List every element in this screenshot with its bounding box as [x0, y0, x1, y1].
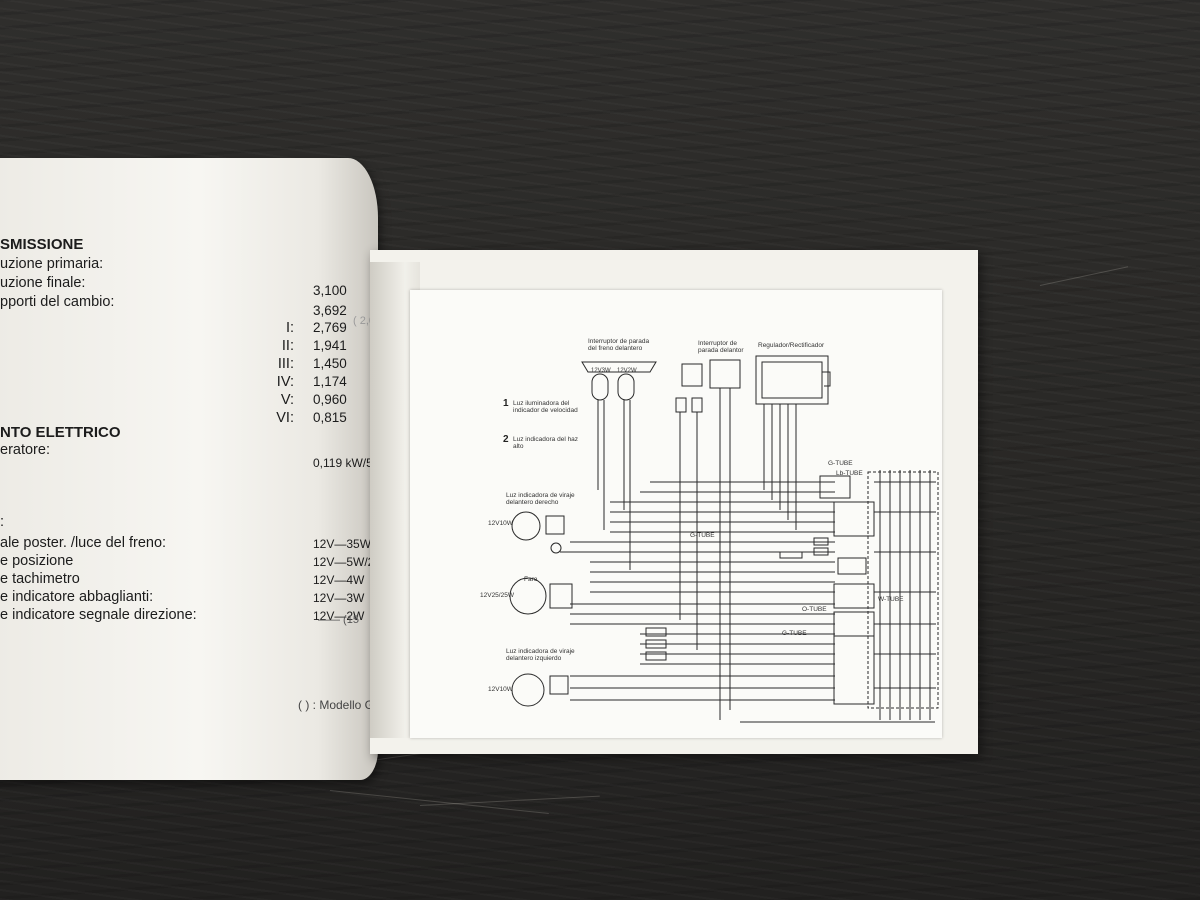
right-blinker-socket	[545, 515, 565, 535]
wiring-diagram	[509, 355, 939, 723]
switch-plug	[691, 397, 703, 413]
headlight-lamp	[509, 577, 547, 615]
left-manual-page: SMISSIONE uzione primaria: uzione finale…	[0, 158, 378, 780]
trunk-wires	[874, 470, 936, 720]
gear-value: 0,815	[313, 410, 347, 425]
switch-plug	[675, 397, 687, 413]
brake-switch-label: Interruptor de parada del freno delanter…	[588, 338, 650, 352]
lamp-value: 12V—3W	[313, 591, 365, 605]
gear-label: II:	[281, 338, 294, 354]
regulator-label: Regulador/Rectificador	[758, 342, 825, 349]
tube-label: W-TUBE	[878, 596, 904, 603]
left-blinker-label: Luz indicadora de viraje delantero izqui…	[506, 648, 575, 662]
connector-block	[837, 557, 867, 575]
gear-value: 1,450	[313, 356, 347, 371]
bulb-2	[617, 373, 635, 401]
right-blinker-lamp	[511, 511, 541, 541]
legend-number: 1	[503, 398, 509, 409]
primary-reduction-label: uzione primaria:	[0, 256, 104, 272]
tube-label: G-TUBE	[782, 630, 807, 637]
generator-value: 0,119 kW/5,000	[313, 456, 378, 470]
bulb-2-rating: 12V2W	[617, 368, 637, 374]
final-reduction-value: 3,692	[313, 303, 347, 318]
dashed-frame	[867, 471, 939, 709]
lamp-value: 12V—2W	[313, 609, 365, 623]
stop-switch	[709, 359, 741, 389]
left-blinker-socket	[549, 675, 569, 695]
primary-reduction-value: 3,100	[313, 283, 347, 298]
connector-block	[833, 501, 875, 537]
generator-label: eratore:	[0, 442, 50, 458]
dash-line: —— (15	[318, 614, 359, 626]
bulb-1-rating: 12V3W	[591, 368, 611, 374]
right-blinker-rating: 12V10W	[488, 520, 513, 527]
gear-ratios-label: pporti del cambio:	[0, 294, 115, 310]
headlight-label: Faro	[524, 576, 538, 583]
gear-value: 1,174	[313, 374, 347, 389]
lamp-value: 12V—4W	[313, 573, 365, 587]
headlight-socket	[549, 583, 573, 609]
gear-label: I:	[285, 320, 294, 336]
wiring-diagram-insert: Interruptor de parada del freno delanter…	[410, 290, 942, 738]
headlight-rating: 12V25/25W	[480, 592, 514, 599]
tube-label: G-TUBE	[828, 460, 853, 467]
brake-switch	[681, 363, 703, 387]
regulator-inner	[761, 361, 823, 399]
lamp-value: 12V—35W/35W	[313, 537, 378, 551]
page-footer: ( ) : Modello G	[298, 698, 375, 712]
right-blinker-label: Luz indicadora de viraje delantero derec…	[506, 492, 575, 506]
lamp-label: e indicatore segnale direzione:	[0, 607, 197, 623]
lamps-colon: :	[0, 514, 5, 530]
tube-label: G-TUBE	[690, 532, 715, 539]
lamp-label: e indicatore abbaglianti:	[0, 589, 154, 605]
gear-label: IV:	[276, 374, 294, 390]
gear-label: III:	[277, 356, 294, 372]
tube-label: Lb-TUBE	[836, 470, 863, 477]
gear-label: V:	[280, 392, 294, 408]
vertical-wires	[597, 388, 797, 720]
connector-block	[833, 583, 875, 609]
horizontal-wires	[560, 481, 835, 701]
gear-label: VI:	[276, 410, 294, 426]
bulb-1	[591, 373, 609, 401]
connector-block	[819, 475, 851, 499]
tube-label: O-TUBE	[802, 606, 827, 613]
connector-block	[833, 635, 875, 705]
transmission-heading: SMISSIONE	[0, 236, 84, 253]
final-reduction-label: uzione finale:	[0, 275, 86, 291]
gear-value: 0,960	[313, 392, 347, 407]
lamp-label: e posizione	[0, 553, 74, 569]
lamp-label: e tachimetro	[0, 571, 80, 587]
gear-value: 2,769	[313, 320, 347, 335]
electrical-heading: NTO ELETTRICO	[0, 424, 121, 441]
lamp-label: ale poster. /luce del freno:	[0, 535, 167, 551]
legend-number: 2	[503, 434, 509, 445]
regulator-box	[755, 355, 829, 405]
left-blinker-rating: 12V10W	[488, 686, 513, 693]
legend-text: Luz indicadora del haz alto	[513, 436, 579, 450]
bulb-housing	[581, 361, 657, 373]
gear-value: 1,941	[313, 338, 347, 353]
stop-switch-label: Interruptor de parada delantor	[698, 340, 744, 354]
lamp-value: 12V—5W/21W	[313, 555, 378, 569]
left-blinker-lamp	[511, 673, 545, 707]
legend-text: Luz iluminadora del indicador de velocid…	[513, 400, 578, 414]
